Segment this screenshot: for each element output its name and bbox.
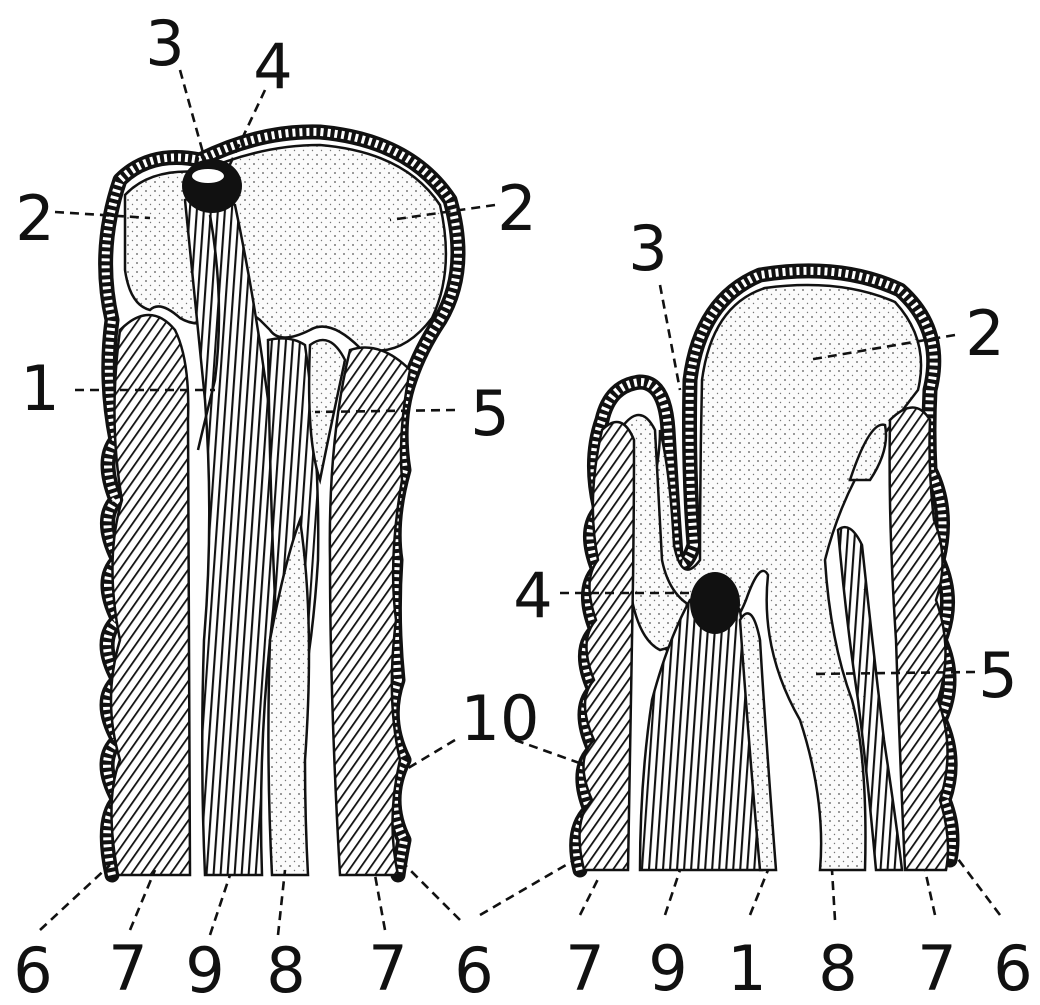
left-muscle-wall-outer (111, 315, 190, 875)
left-label-2-outer: 2 (15, 182, 54, 255)
right-label-1: 1 (727, 932, 766, 1005)
right-label-6: 6 (993, 932, 1032, 1005)
right-label-9: 9 (648, 932, 687, 1005)
left-label-5: 5 (470, 377, 509, 450)
left-label-7-right: 7 (368, 932, 407, 1005)
right-label-2: 2 (965, 297, 1004, 370)
left-section (106, 132, 458, 875)
left-label-10: 10 (461, 682, 540, 755)
left-label-9: 9 (185, 934, 224, 1005)
left-label-1: 1 (20, 352, 59, 425)
right-label-4: 4 (513, 559, 552, 632)
left-label-4: 4 (253, 30, 292, 103)
left-label-3: 3 (145, 7, 184, 80)
right-label-3: 3 (628, 212, 667, 285)
left-label-8: 8 (266, 934, 305, 1005)
left-eye-spot (182, 159, 242, 213)
right-label-7-left: 7 (565, 932, 604, 1005)
left-label-2-inner: 2 (497, 172, 536, 245)
right-eye-spot (690, 572, 740, 634)
left-head-tissue (125, 145, 446, 351)
right-label-8: 8 (818, 932, 857, 1005)
right-section (577, 271, 952, 870)
left-label-7-left: 7 (108, 932, 147, 1005)
left-label-6-right: 6 (454, 934, 493, 1005)
right-label-7-right: 7 (917, 932, 956, 1005)
left-label-6-left: 6 (13, 934, 52, 1005)
right-label-5: 5 (978, 639, 1017, 712)
